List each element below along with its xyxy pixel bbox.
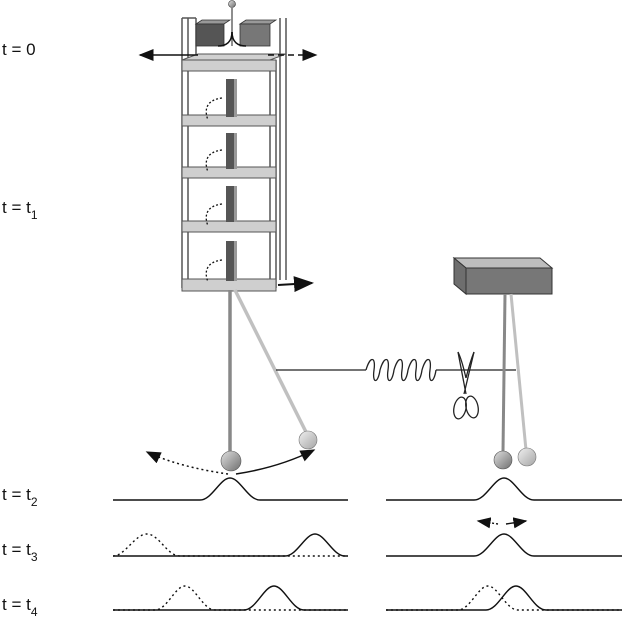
left-pendulum	[220, 289, 318, 472]
pulse-left-t4-dotted	[113, 585, 348, 611]
pulse-right-t3	[386, 533, 622, 557]
label-t3: t = t3	[2, 540, 38, 564]
domino-slabs	[226, 79, 237, 281]
pulse-right-t2	[386, 477, 622, 501]
push-arrow	[277, 276, 314, 293]
pulses-left	[112, 477, 348, 611]
pulses-right	[386, 477, 622, 611]
release-blocks	[194, 0, 278, 47]
oscillation-arrow	[476, 517, 499, 529]
tipping-arrows	[205, 97, 223, 283]
label-t2: t = t2	[2, 485, 38, 509]
pulse-right-t4-solid	[386, 585, 622, 611]
scissors-icon	[453, 351, 479, 420]
label-t4: t = t4	[2, 595, 38, 619]
pulse-left-t3-dotted	[112, 533, 348, 557]
tower-shelves	[181, 53, 287, 292]
swing-arrows	[145, 449, 316, 475]
pulse-left-t4-solid	[113, 585, 348, 611]
spring-icon	[276, 358, 516, 382]
pulse-left-t3-solid	[113, 533, 348, 557]
right-support-block	[452, 256, 554, 296]
right-pendulums	[493, 293, 537, 470]
pulse-left-t2	[113, 477, 348, 501]
label-t0: t = 0	[2, 40, 36, 59]
pulse-right-t4-dotted	[386, 585, 622, 611]
label-t1: t = t1	[2, 198, 38, 222]
